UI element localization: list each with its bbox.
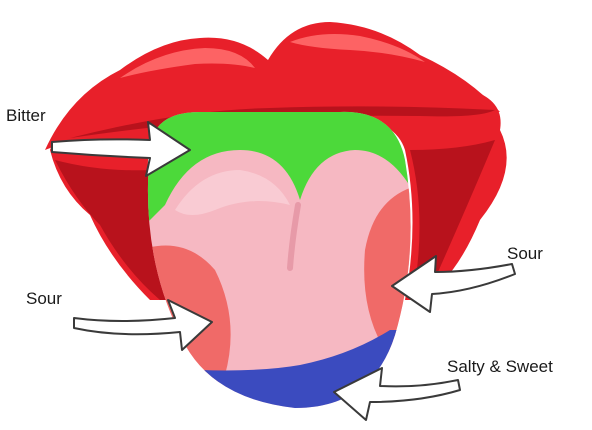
label-bitter: Bitter [6, 107, 46, 124]
label-sour-right: Sour [507, 245, 543, 262]
label-salty-sweet: Salty & Sweet [447, 358, 553, 375]
label-sour-left: Sour [26, 290, 62, 307]
